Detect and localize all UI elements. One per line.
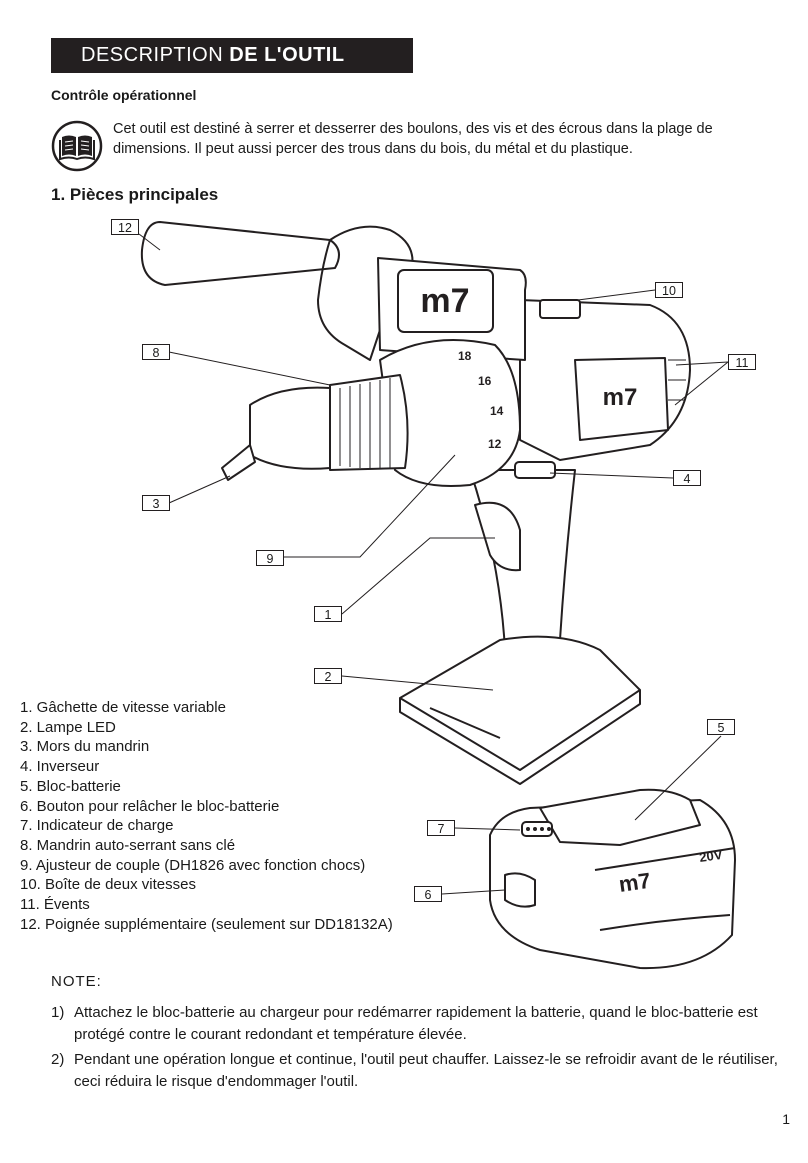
list-item: 2. Lampe LED	[20, 718, 116, 736]
callout-2: 2	[314, 668, 342, 684]
drill-grip	[469, 469, 576, 651]
parts-heading: 1. Pièces principales	[51, 185, 219, 204]
list-item: 1. Gâchette de vitesse variable	[20, 699, 226, 716]
brand-logo-top: m7	[420, 282, 469, 320]
battery-brand-logo: m7	[617, 868, 652, 897]
operation-description: Cet outil est destiné à serrer et desser…	[113, 121, 713, 157]
callout-11: 11	[728, 354, 756, 370]
list-item: 6. Bouton pour relâcher le bloc-batterie	[20, 797, 280, 815]
auxiliary-handle	[140, 221, 340, 286]
header-title-regular: DESCRIPTION	[81, 44, 224, 66]
callout-12: 12	[111, 219, 139, 235]
note-number-1: 1)	[51, 1004, 65, 1021]
callout-3: 3	[142, 495, 170, 511]
page-number: 1	[782, 1111, 790, 1127]
battery-voltage-label: 20V	[698, 847, 723, 865]
trigger	[474, 501, 521, 572]
note-text-1: Attachez le bloc-batterie au chargeur po…	[74, 1004, 758, 1043]
callout-6: 6	[414, 886, 442, 902]
callout-5: 5	[707, 719, 735, 735]
torque-mark-16: 16	[478, 374, 492, 388]
battery-release-button	[504, 872, 536, 908]
callout-1: 1	[314, 606, 342, 622]
list-item: 11. Évents	[20, 896, 90, 914]
parts-list: 1. Gâchette de vitesse variable 2. Lampe…	[20, 698, 393, 934]
chuck-sleeve	[329, 374, 409, 471]
drill-base	[399, 635, 641, 771]
header-title-bold: DE L'OUTIL	[229, 44, 345, 66]
torque-mark-18: 18	[458, 349, 472, 363]
section-header: DESCRIPTION DE L'OUTIL	[51, 38, 413, 73]
note-title: NOTE:	[51, 973, 102, 990]
list-item: 3. Mors du mandrin	[20, 738, 150, 756]
list-item: 5. Bloc-batterie	[20, 777, 121, 795]
list-item: 8. Mandrin auto-serrant sans clé	[20, 836, 236, 854]
torque-collar	[379, 339, 521, 487]
torque-mark-12: 12	[488, 437, 502, 451]
list-item: 10. Boîte de deux vitesses	[20, 876, 196, 894]
callout-10: 10	[655, 282, 683, 298]
list-item: 9. Ajusteur de couple (DH1826 avec fonct…	[20, 856, 366, 874]
operation-heading: Contrôle opérationnel	[51, 87, 197, 103]
chuck-tip	[221, 444, 256, 481]
battery-pack	[489, 799, 736, 970]
list-item: 7. Indicateur de charge	[20, 817, 174, 835]
note-number-2: 2)	[51, 1051, 65, 1068]
chuck-nose	[249, 386, 331, 470]
callout-8: 8	[142, 344, 170, 360]
brand-logo-side: m7	[603, 384, 638, 411]
callout-7: 7	[427, 820, 455, 836]
torque-mark-14: 14	[490, 404, 504, 418]
callout-9: 9	[256, 550, 284, 566]
list-item: 4. Inverseur	[20, 758, 100, 776]
note-text-2: Pendant une opération longue et continue…	[74, 1051, 778, 1090]
callout-4: 4	[673, 470, 701, 486]
manual-book-icon	[51, 120, 103, 172]
list-item: 12. Poignée supplémentaire (seulement su…	[20, 915, 393, 933]
